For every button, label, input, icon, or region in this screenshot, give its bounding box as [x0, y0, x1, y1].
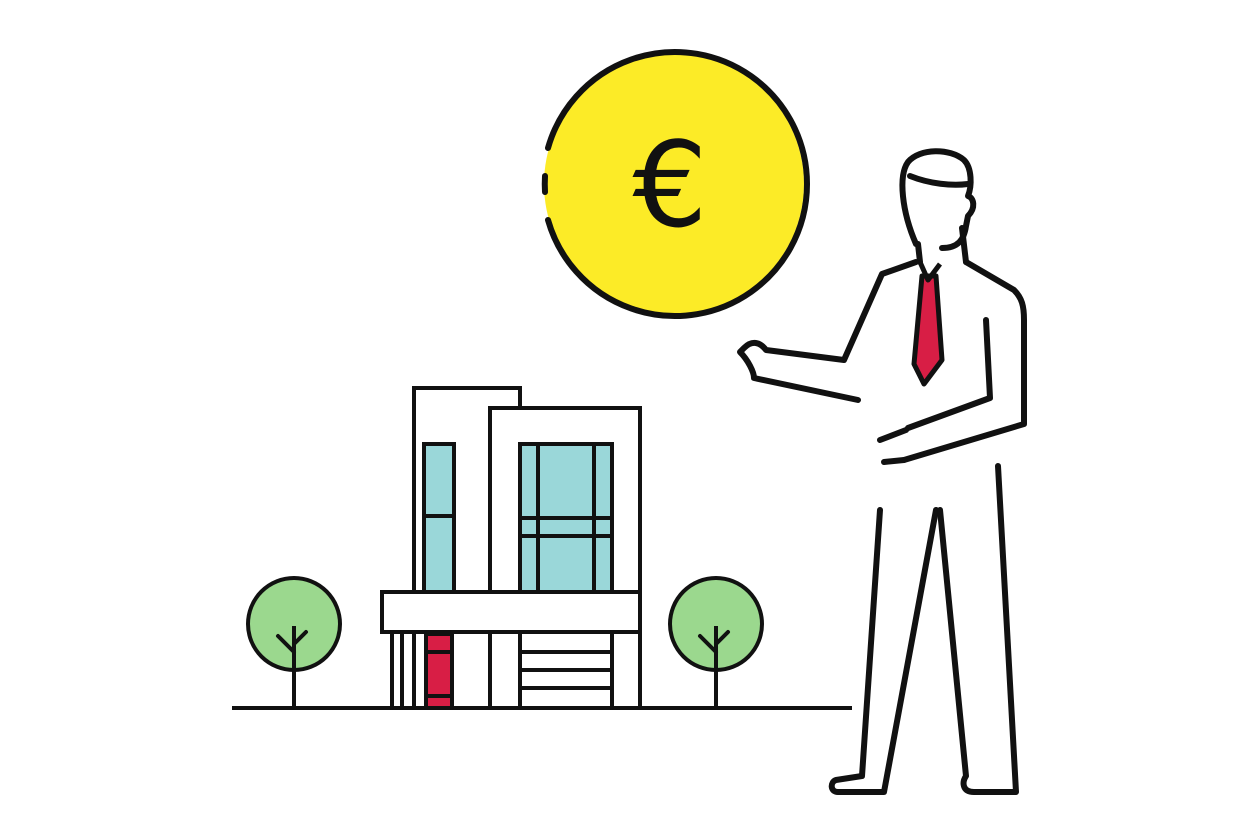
man-left-arm — [737, 259, 919, 403]
tree-right-branch — [714, 630, 730, 646]
house — [380, 386, 642, 710]
man-tie — [911, 260, 945, 387]
tree-left — [246, 576, 342, 708]
man-left-leg — [828, 507, 939, 795]
man-hair-line — [907, 173, 971, 188]
tree-right — [668, 576, 764, 708]
man-hand — [881, 457, 907, 465]
man-neck — [915, 241, 923, 265]
house-canopy — [380, 590, 642, 634]
man-right-leg — [937, 463, 1019, 795]
coin-outline-arc — [545, 49, 810, 319]
man-right-arm — [905, 317, 993, 431]
euro-coin: € — [541, 49, 810, 319]
man-neck — [959, 225, 969, 265]
businessman — [737, 148, 1027, 795]
euro-symbol: € — [632, 116, 707, 254]
man-hand — [877, 427, 909, 443]
man-right-side — [901, 259, 1027, 463]
tree-left-branch — [276, 634, 296, 654]
tree-right-branch — [698, 634, 718, 654]
man-head — [899, 148, 977, 251]
tree-left-branch — [292, 630, 308, 646]
coin-face — [544, 54, 804, 314]
